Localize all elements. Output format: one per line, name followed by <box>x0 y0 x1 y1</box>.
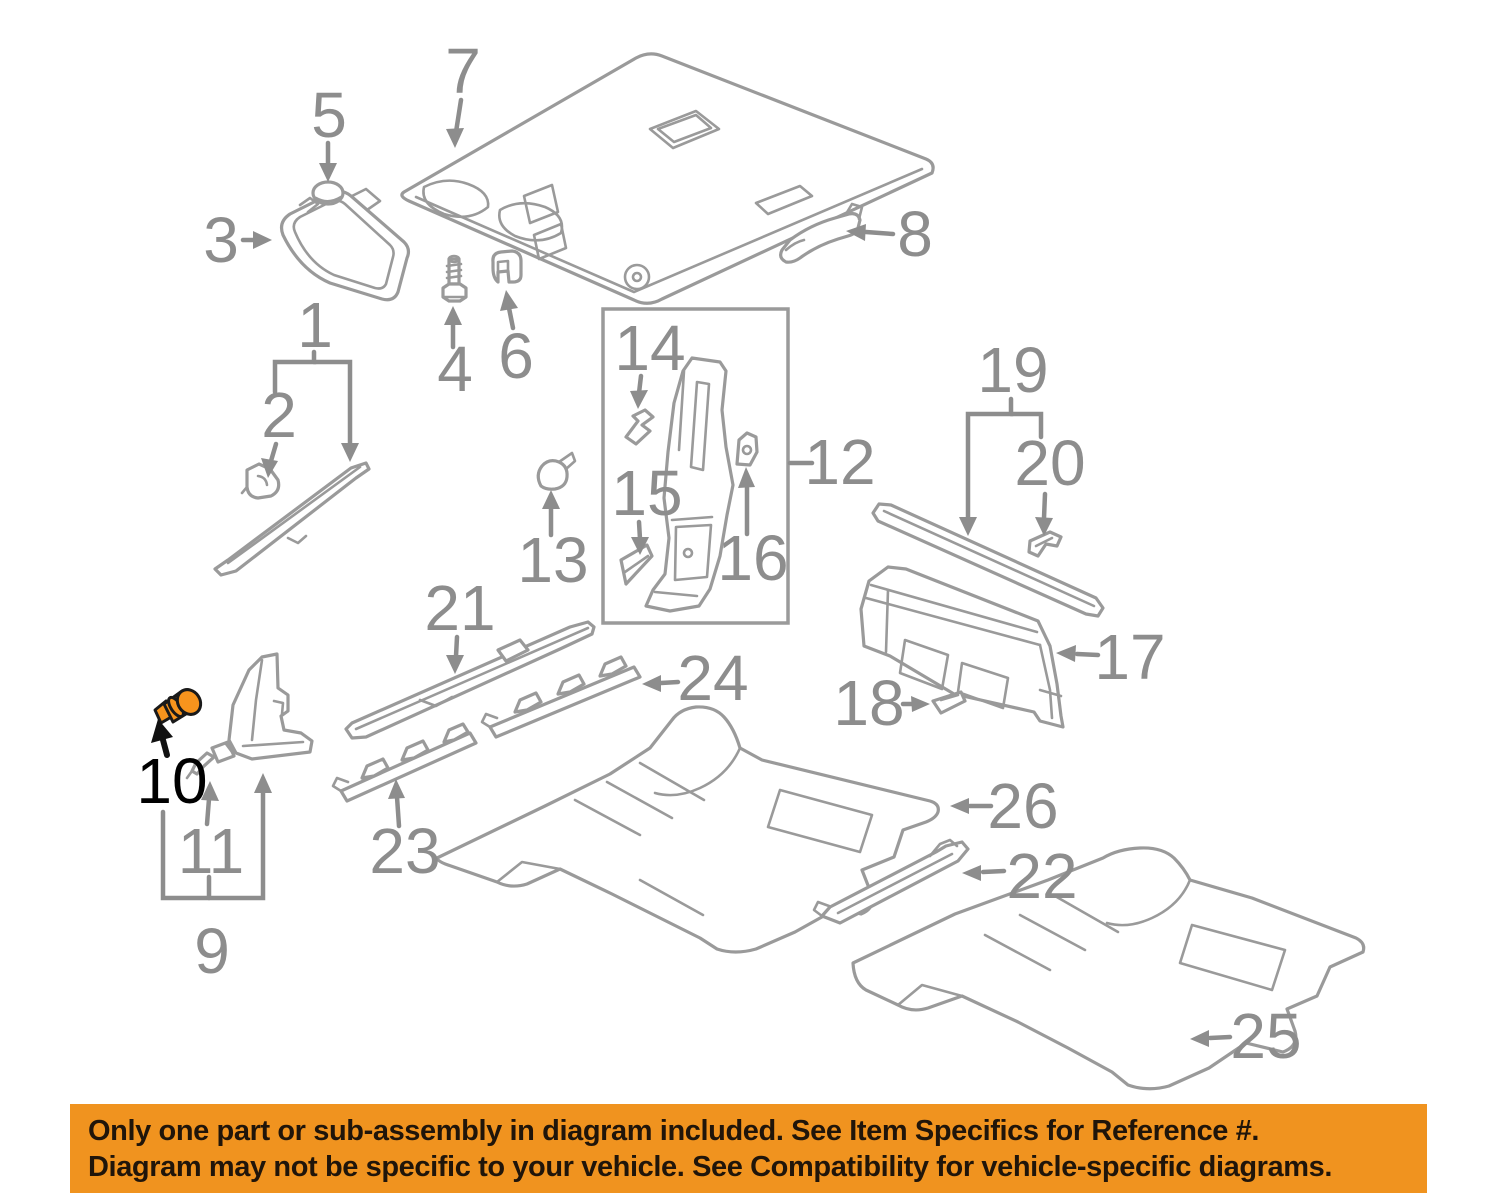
pillar-clip-drawing <box>624 408 655 446</box>
roof-grab-handle-drawing <box>779 202 864 264</box>
sill-retainer-rear-drawing <box>331 722 478 803</box>
rear-panel-drawing <box>859 565 1065 729</box>
callout-10: 10 <box>136 745 207 817</box>
callout-16: 16 <box>717 522 788 594</box>
highlight-arrow <box>151 719 173 758</box>
callout-24: 24 <box>677 642 748 714</box>
callout-14: 14 <box>614 312 685 384</box>
callout-4: 4 <box>437 333 473 405</box>
a-pillar-trim-drawing <box>213 461 371 577</box>
highlighted-push-pin <box>153 688 203 725</box>
kick-panel-drawing <box>227 652 314 761</box>
disclaimer-line-2: Diagram may not be specific to your vehi… <box>88 1151 1333 1183</box>
callout-23: 23 <box>369 815 440 887</box>
callout-13: 13 <box>517 524 588 596</box>
disclaimer-banner: Only one part or sub-assembly in diagram… <box>70 1104 1427 1193</box>
callout-labels: 1234567891011121314151617181920212223242… <box>136 35 1301 1072</box>
floor-carpet-front-drawing <box>435 705 940 954</box>
sill-retainer-front-drawing <box>480 655 642 739</box>
bolt-drawing <box>441 254 468 303</box>
callout-8: 8 <box>897 198 933 270</box>
grommet-clip-drawing <box>536 451 577 491</box>
sun-visor-drawing <box>279 187 411 302</box>
callout-18: 18 <box>833 667 904 739</box>
callout-17: 17 <box>1094 621 1165 693</box>
headliner-drawing <box>400 52 935 305</box>
callout-22: 22 <box>1006 840 1077 912</box>
wedge-clip-drawing <box>619 543 654 586</box>
strip-clip-drawing <box>1027 530 1063 558</box>
callout-21: 21 <box>424 572 495 644</box>
callout-25: 25 <box>1230 1000 1301 1072</box>
callout-20: 20 <box>1014 427 1085 499</box>
rear-sill-retainer-drawing <box>812 838 970 925</box>
panel-wedge-drawing <box>931 690 967 715</box>
callout-12: 12 <box>804 426 875 498</box>
parts-diagram: 1234567891011121314151617181920212223242… <box>136 35 1366 1091</box>
callout-2: 2 <box>261 379 297 451</box>
callout-7: 7 <box>445 35 481 107</box>
kick-panel-fastener-drawing <box>185 740 236 780</box>
callout-26: 26 <box>987 770 1058 842</box>
callout-3: 3 <box>203 204 239 276</box>
callout-6: 6 <box>498 320 534 392</box>
floor-carpet-rear-drawing <box>851 846 1366 1091</box>
sill-plate-drawing <box>344 620 596 740</box>
callout-15: 15 <box>611 457 682 529</box>
callout-19: 19 <box>977 334 1048 406</box>
b-pillar-trim-drawing <box>644 356 735 613</box>
pillar-bracket-drawing <box>735 431 759 467</box>
visor-clip-drawing <box>311 180 345 206</box>
disclaimer-line-1: Only one part or sub-assembly in diagram… <box>88 1115 1260 1147</box>
retainer-clip-drawing <box>491 249 523 284</box>
callout-11: 11 <box>178 815 244 887</box>
callout-1: 1 <box>297 289 333 361</box>
callout-5: 5 <box>311 79 347 151</box>
callout-9: 9 <box>194 915 230 987</box>
group-box <box>601 307 790 625</box>
callout-leaders <box>160 97 1233 1047</box>
quarter-trim-strip-drawing <box>871 502 1105 618</box>
